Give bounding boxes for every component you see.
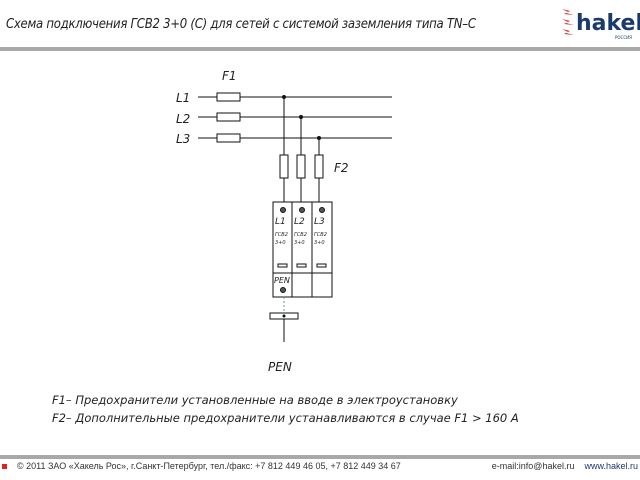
note-f2: F2– Дополнительные предохранители устана… [52, 411, 519, 425]
fuse-f2 [279, 154, 324, 179]
hakel-logo: hakel РОССИЯ [562, 9, 640, 40]
lightning-icon [562, 9, 574, 35]
logo-text: hakel [576, 11, 640, 36]
footer-website[interactable]: www.hakel.ru [584, 461, 638, 471]
footer-divider [0, 455, 640, 459]
logo-sub: РОССИЯ [615, 35, 632, 40]
fuse-f2-label: F2 [334, 161, 349, 175]
page-title: Схема подключения ГСВ2 3+0 (С) для сетей… [6, 17, 476, 32]
surge-arrester-module [272, 201, 333, 298]
module-model: ГСВ2 [275, 232, 288, 238]
note-f1: F1– Предохранители установленные на ввод… [52, 393, 458, 407]
header-divider [0, 47, 640, 51]
module-config: 3+0 [294, 240, 305, 246]
module-config: 3+0 [314, 240, 325, 246]
footer-copyright: © 2011 ЗАО «Хакель Рос», г.Санкт-Петербу… [17, 461, 401, 471]
module-model: ГСВ2 [294, 232, 307, 238]
line-label-l3: L3 [176, 132, 190, 146]
line-label-l2: L2 [176, 112, 190, 126]
bullet-icon [2, 464, 7, 469]
drop-wires [283, 97, 320, 202]
module-col-l2: L2 [294, 217, 305, 227]
footer: © 2011 ЗАО «Хакель Рос», г.Санкт-Петербу… [0, 461, 638, 471]
module-model: ГСВ2 [314, 232, 327, 238]
module-pen-label: PEN [274, 276, 290, 285]
fuse-f1 [216, 92, 241, 143]
module-config: 3+0 [275, 240, 286, 246]
module-col-l1: L1 [275, 217, 286, 227]
fuse-f1-label: F1 [222, 69, 237, 83]
line-label-l1: L1 [176, 91, 190, 105]
module-col-l3: L3 [314, 217, 325, 227]
footer-email[interactable]: e-mail:info@hakel.ru [491, 461, 575, 471]
ground-pen-label: PEN [268, 360, 292, 374]
